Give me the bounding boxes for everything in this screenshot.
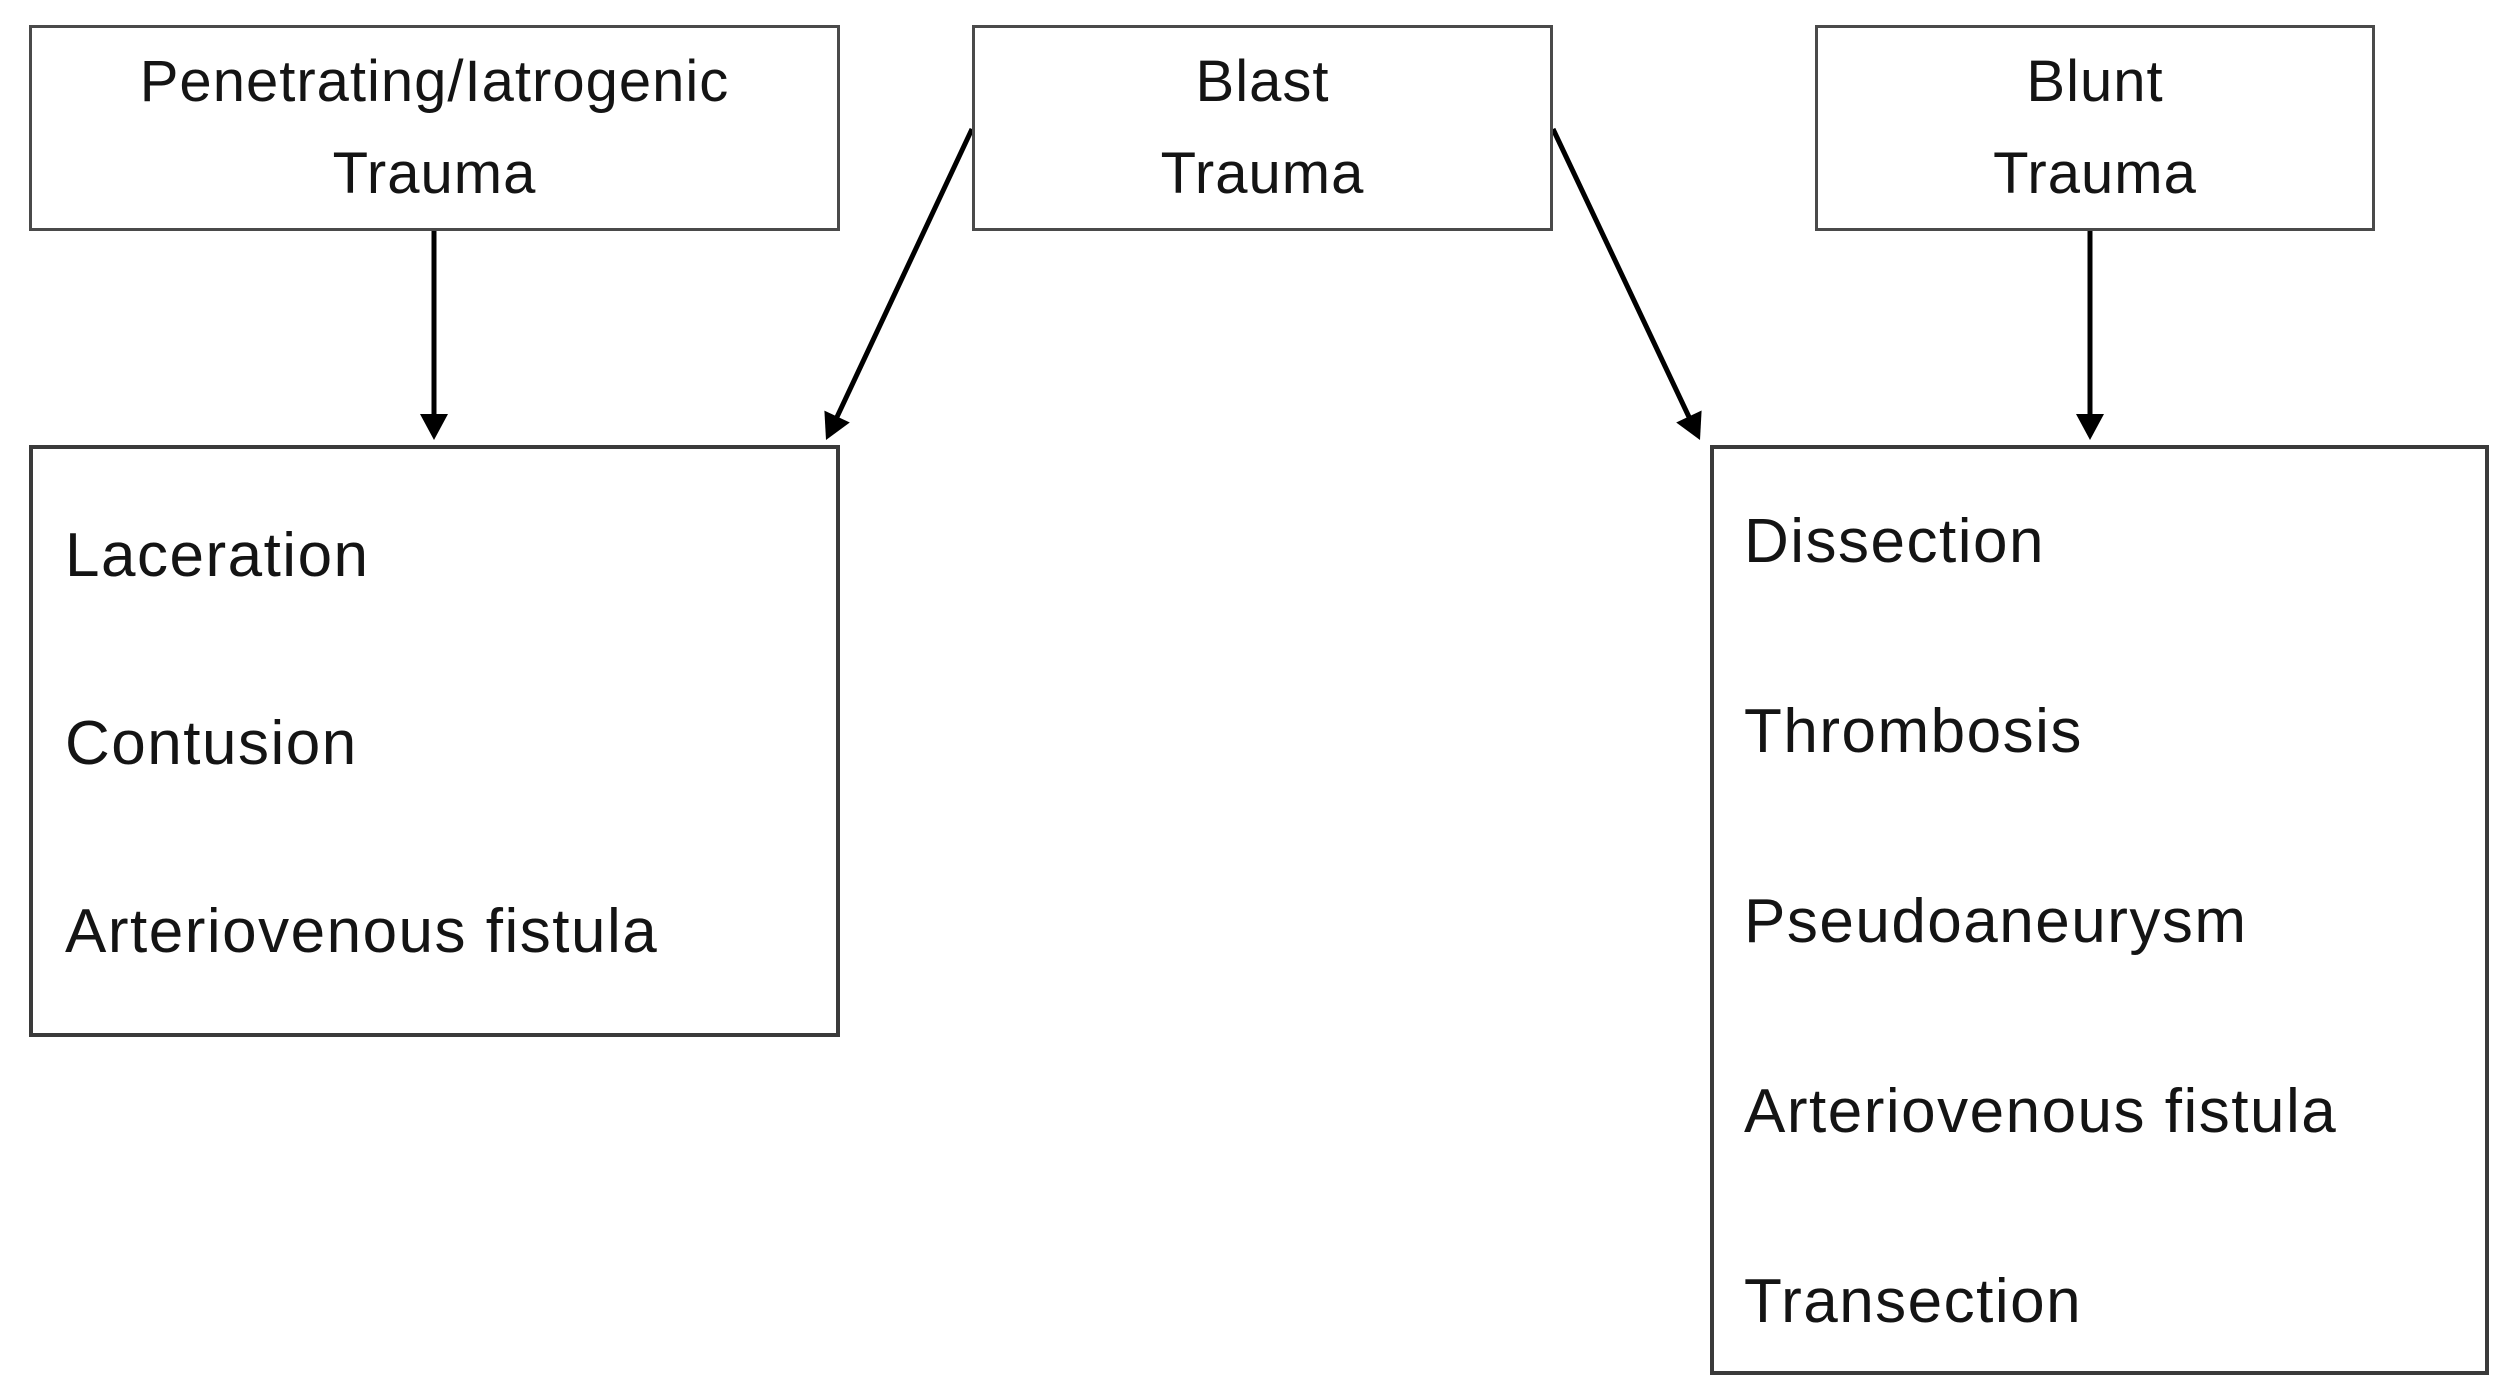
list-item-arteriovenous-fistula-right: Arteriovenous fistula: [1744, 1077, 2338, 1146]
box-penetrating-line2: Trauma: [332, 141, 537, 206]
list-item-dissection: Dissection: [1744, 507, 2045, 576]
arrow-blast-to-right-box-icon: [1550, 127, 1702, 440]
list-item-thrombosis: Thrombosis: [1744, 697, 2083, 766]
box-right-outcomes: Dissection Thrombosis Pseudoaneurysm Art…: [1710, 445, 2489, 1375]
box-blunt-line1: Blunt: [2026, 49, 2164, 114]
list-item-transection: Transection: [1744, 1267, 2083, 1336]
list-item-laceration: Laceration: [65, 521, 370, 590]
box-blunt-line2: Trauma: [1993, 141, 2197, 206]
list-item-contusion: Contusion: [65, 709, 358, 778]
box-penetrating-iatrogenic-trauma: Penetrating/Iatrogenic Trauma: [29, 25, 840, 231]
box-blast-trauma: Blast Trauma: [972, 25, 1553, 231]
list-item-arteriovenous-fistula-left: Arteriovenous fistula: [65, 897, 659, 966]
list-item-pseudoaneurysm: Pseudoaneurysm: [1744, 887, 2248, 956]
box-blast-line1: Blast: [1195, 49, 1330, 114]
box-penetrating-line1: Penetrating/Iatrogenic: [139, 49, 730, 114]
box-blast-line2: Trauma: [1160, 141, 1365, 206]
arrow-blunt-to-right-box-icon: [2076, 231, 2104, 440]
box-blunt-trauma: Blunt Trauma: [1815, 25, 2375, 231]
arrow-penetrating-to-left-box-icon: [420, 231, 448, 440]
box-left-outcomes: Laceration Contusion Arteriovenous fistu…: [29, 445, 840, 1037]
arrow-blast-to-left-box-icon: [824, 127, 975, 440]
